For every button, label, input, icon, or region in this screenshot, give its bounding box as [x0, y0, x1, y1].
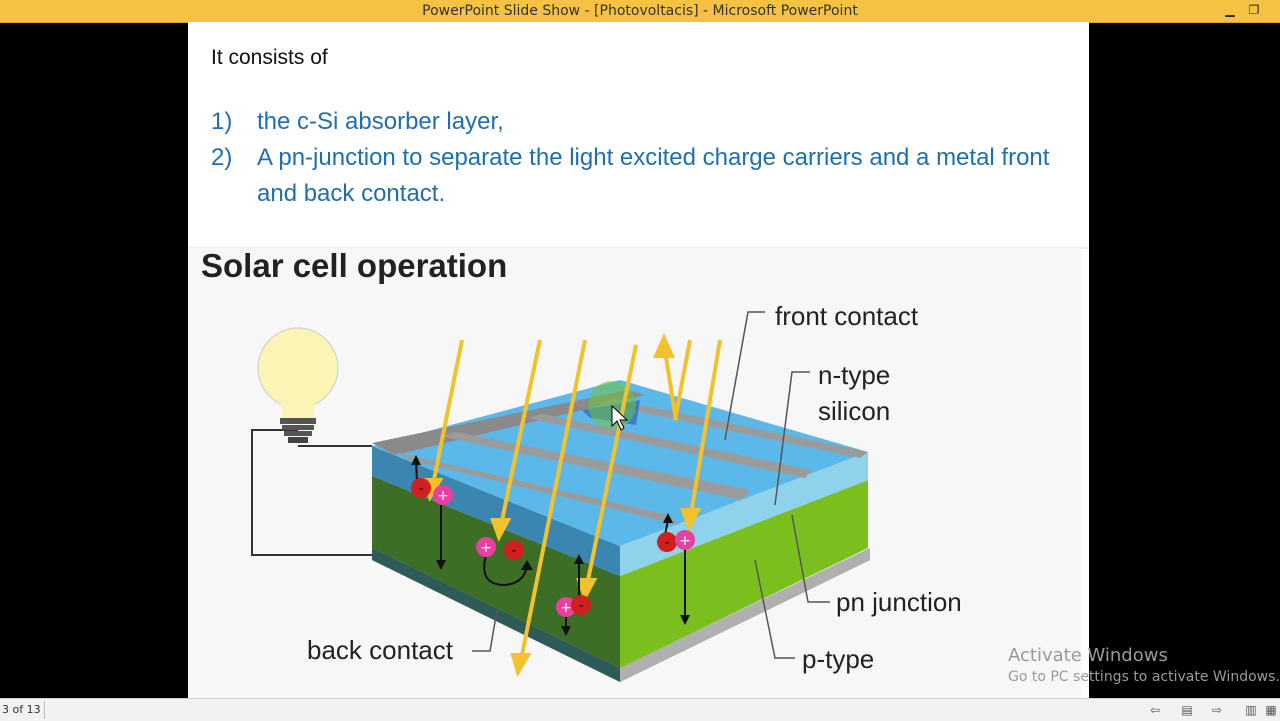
- intro-text: It consists of: [211, 46, 328, 69]
- svg-text:+: +: [437, 488, 449, 504]
- charge-carriers: - + + - + - - +: [411, 455, 695, 636]
- solar-cell-diagram: Solar cell operation: [188, 247, 1081, 698]
- list-number: 2): [211, 144, 233, 171]
- svg-text:+: +: [679, 533, 691, 549]
- slide-counter: 3 of 13: [2, 703, 41, 716]
- p-type-layer-side: [620, 480, 868, 668]
- status-bar: 3 of 13 ⇦ ▤ ⇨ ▥ ▦: [0, 698, 1280, 721]
- activate-windows-hint: Go to PC settings to activate Windows.: [1008, 669, 1280, 685]
- svg-text:-: -: [664, 535, 669, 551]
- divider: [44, 701, 45, 719]
- light-bulb-icon: [257, 327, 339, 443]
- svg-text:-: -: [418, 481, 423, 497]
- list-number: 1): [211, 108, 233, 135]
- bullet-list: 1) the c-Si absorber layer, 2) A pn-junc…: [211, 104, 1071, 212]
- window-titlebar: PowerPoint Slide Show - [Photovoltacis] …: [0, 0, 1280, 23]
- label-p-type: p-type: [802, 644, 874, 674]
- list-text: A pn-junction to separate the light exci…: [257, 144, 1050, 207]
- svg-text:-: -: [511, 543, 516, 559]
- mouse-cursor-icon: [611, 404, 629, 431]
- p-type-layer-front: [372, 476, 620, 668]
- svg-text:+: +: [560, 600, 572, 616]
- label-back-contact: back contact: [307, 635, 454, 665]
- svg-text:+: +: [480, 540, 492, 556]
- list-text: the c-Si absorber layer,: [257, 108, 504, 135]
- normal-view-icon[interactable]: ▥: [1245, 703, 1257, 717]
- activate-windows-title: Activate Windows: [1008, 645, 1168, 666]
- restore-icon[interactable]: ❐: [1248, 3, 1260, 17]
- svg-text:-: -: [578, 598, 583, 614]
- light-rays: [422, 333, 722, 677]
- label-pn-junction: pn junction: [836, 587, 962, 617]
- label-leaders: [472, 311, 830, 659]
- previous-arrow-icon[interactable]: ⇦: [1149, 703, 1161, 717]
- reading-view-icon[interactable]: ▦: [1265, 703, 1277, 717]
- label-silicon: silicon: [818, 396, 890, 426]
- menu-icon[interactable]: ▤: [1181, 703, 1193, 717]
- window-title: PowerPoint Slide Show - [Photovoltacis] …: [422, 3, 858, 19]
- minimize-icon[interactable]: ▁: [1225, 3, 1235, 17]
- circuit-wire-left: [251, 429, 372, 556]
- slide: It consists of 1) the c-Si absorber laye…: [188, 22, 1089, 698]
- label-n-type: n-type: [818, 360, 890, 390]
- label-front-contact: front contact: [775, 301, 919, 331]
- diagram-heading: Solar cell operation: [201, 247, 507, 284]
- list-item: 2) A pn-junction to separate the light e…: [211, 140, 1071, 212]
- list-item: 1) the c-Si absorber layer,: [211, 104, 1071, 140]
- next-arrow-icon[interactable]: ⇨: [1211, 703, 1223, 717]
